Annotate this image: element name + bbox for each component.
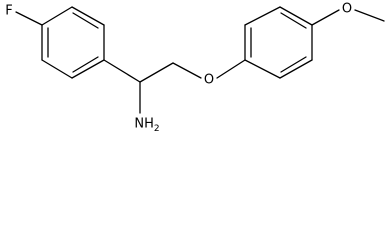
ring-to-ch-bond	[103, 59, 141, 83]
fluorine-label: F	[5, 4, 12, 19]
methoxy-oxygen-label: O	[342, 2, 352, 17]
bond	[41, 59, 73, 79]
o-to-ring-bond	[216, 59, 246, 79]
o-to-methyl-bond	[354, 9, 385, 22]
double-bond-inner	[280, 12, 307, 29]
double-bond-inner	[72, 12, 99, 29]
bond	[279, 6, 313, 26]
bond	[41, 6, 73, 26]
methoxyphenyl-ring	[244, 6, 313, 79]
fluorophenyl-ring	[41, 6, 105, 79]
bond	[279, 59, 313, 79]
bond	[244, 6, 281, 26]
ch-to-ch2-bond	[139, 62, 174, 83]
ether-oxygen-label: O	[204, 73, 214, 88]
amine-label: NH2	[134, 117, 159, 134]
chemical-structure: F O O NH2	[5, 2, 385, 134]
double-bond-inner	[72, 56, 99, 73]
c-f-bond	[15, 11, 43, 26]
ring-to-o-bond	[311, 9, 340, 26]
ch2-to-o-bond	[172, 62, 202, 79]
bond	[71, 59, 105, 79]
bond	[71, 6, 105, 26]
structure-canvas: F O O NH2	[5, 2, 385, 134]
double-bond-inner	[280, 56, 307, 73]
bond	[244, 59, 281, 79]
